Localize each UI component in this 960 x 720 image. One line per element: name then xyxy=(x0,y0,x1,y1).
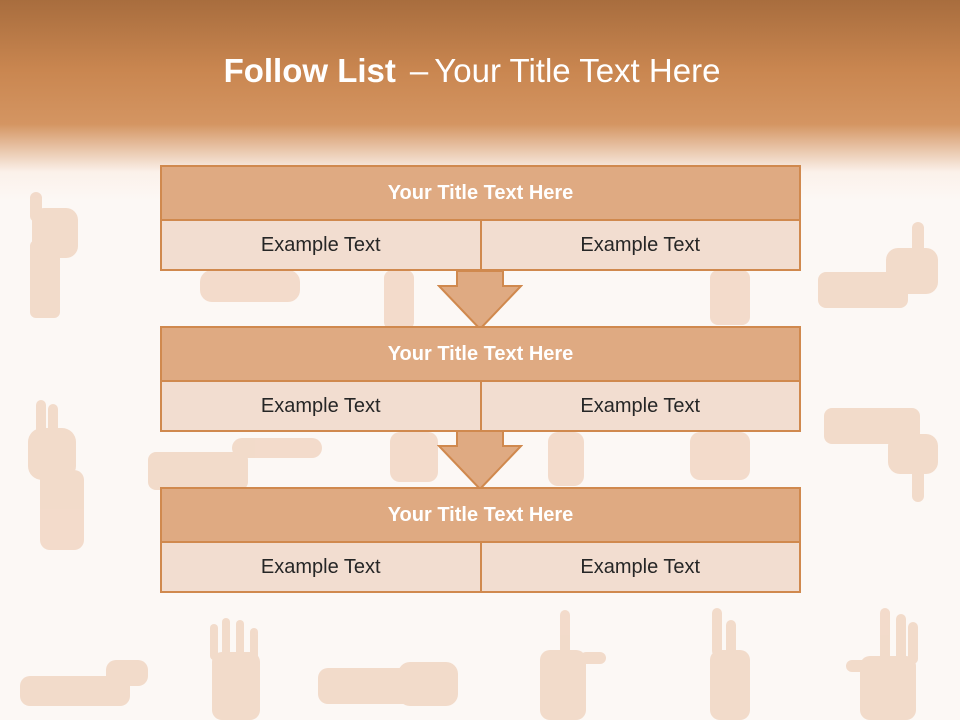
step-right-text[interactable]: Example Text xyxy=(481,543,801,593)
thumbs-down-hand-icon xyxy=(824,408,938,502)
step-left-text[interactable]: Example Text xyxy=(160,543,482,593)
step-row: Example Text Example Text xyxy=(160,543,801,593)
grasping-hand-icon xyxy=(20,660,148,706)
step-title[interactable]: Your Title Text Here xyxy=(160,326,801,382)
crossed-fingers-hand-icon xyxy=(710,608,750,720)
step-row: Example Text Example Text xyxy=(160,221,801,271)
pointing-up-hand-icon xyxy=(540,610,606,720)
step-right-text[interactable]: Example Text xyxy=(481,221,801,271)
step-row: Example Text Example Text xyxy=(160,382,801,432)
step-title[interactable]: Your Title Text Here xyxy=(160,165,801,221)
thumbs-up-hand-icon xyxy=(818,222,938,308)
down-arrow-icon xyxy=(437,430,523,491)
step-left-text[interactable]: Example Text xyxy=(160,382,482,432)
step-box[interactable]: Your Title Text Here Example Text Exampl… xyxy=(160,326,801,432)
step-box[interactable]: Your Title Text Here Example Text Exampl… xyxy=(160,165,801,271)
step-title[interactable]: Your Title Text Here xyxy=(160,487,801,543)
slide-title-rest: Your Title Text Here xyxy=(434,52,721,89)
thumbs-up-hand-icon xyxy=(30,192,78,318)
slide-title-bold: Follow List xyxy=(223,52,396,89)
open-palm-hand-icon xyxy=(28,400,84,550)
flat-hand-icon xyxy=(148,438,322,490)
slide-title: Follow List–Your Title Text Here xyxy=(0,52,944,90)
three-fingers-hand-icon xyxy=(846,608,918,720)
step-right-text[interactable]: Example Text xyxy=(481,382,801,432)
open-hand-icon xyxy=(318,662,458,706)
down-arrow-icon xyxy=(437,270,523,331)
step-box[interactable]: Your Title Text Here Example Text Exampl… xyxy=(160,487,801,593)
step-left-text[interactable]: Example Text xyxy=(160,221,482,271)
spread-fingers-hand-icon xyxy=(210,618,260,720)
slide-title-separator: – xyxy=(409,52,429,89)
